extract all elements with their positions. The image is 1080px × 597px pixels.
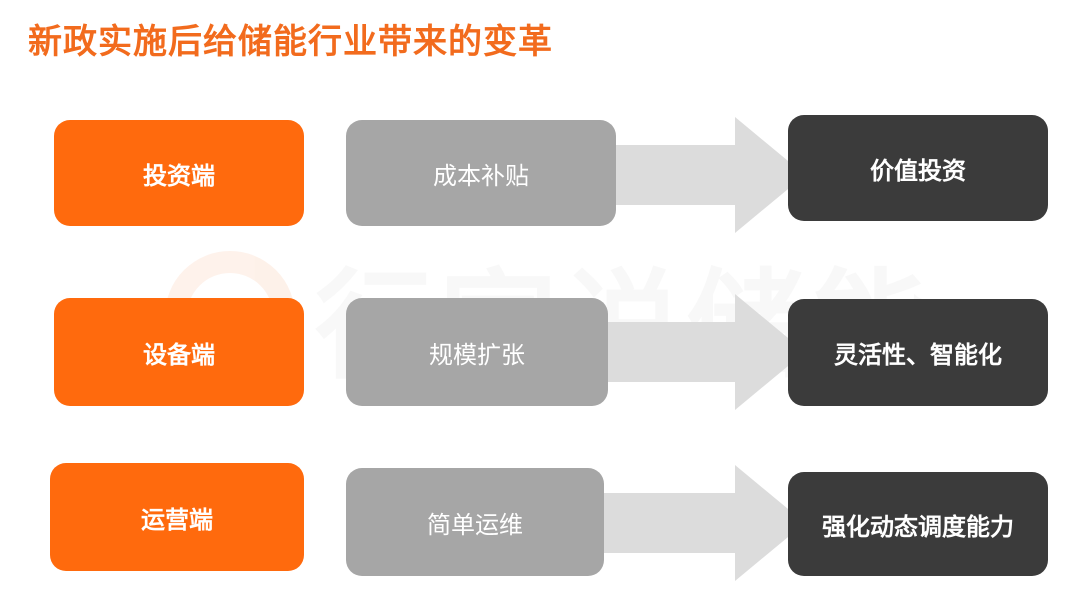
row-1-source-label: 投资端: [143, 161, 215, 190]
row-1-change-label: 成本补贴: [433, 161, 529, 190]
row-2-target-label: 灵活性、智能化: [834, 341, 1002, 369]
row-2-arrow-icon: [590, 294, 805, 410]
row-3-target-box: 强化动态调度能力: [788, 472, 1048, 576]
row-2-change-label: 规模扩张: [429, 340, 525, 369]
row-1-change-box: 成本补贴: [346, 120, 616, 226]
row-3-change-box: 简单运维: [346, 468, 604, 576]
row-2-target-box: 灵活性、智能化: [788, 299, 1048, 406]
row-3-source-box: 运营端: [50, 463, 304, 571]
row-1-source-box: 投资端: [54, 120, 304, 226]
row-3-change-label: 简单运维: [427, 510, 523, 539]
row-3-arrow-icon: [585, 465, 805, 581]
row-1-target-box: 价值投资: [788, 115, 1048, 221]
row-2-source-box: 设备端: [54, 298, 304, 406]
row-1-arrow-icon: [600, 117, 805, 233]
row-1-target-label: 价值投资: [870, 156, 966, 185]
row-2-source-label: 设备端: [143, 340, 215, 369]
row-3-target-label: 强化动态调度能力: [822, 512, 1014, 541]
page-title: 新政实施后给储能行业带来的变革: [28, 22, 553, 62]
row-2-change-box: 规模扩张: [346, 298, 608, 406]
row-3-source-label: 运营端: [141, 505, 213, 534]
